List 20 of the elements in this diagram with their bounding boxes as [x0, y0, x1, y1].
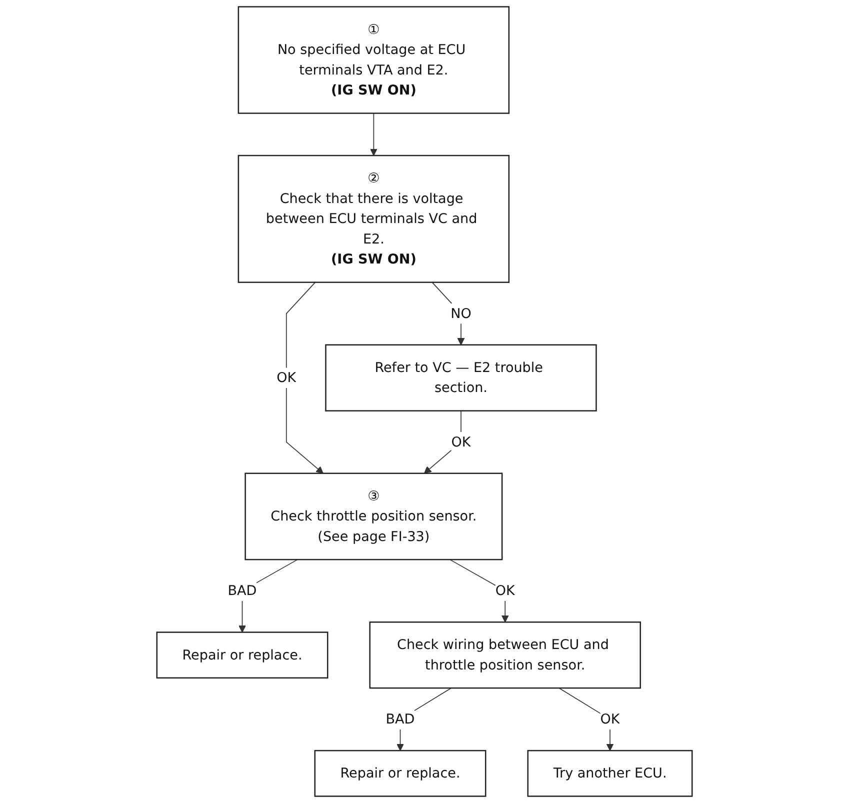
- arrow: [449, 559, 509, 622]
- node-box: Repair or replace.: [156, 632, 328, 679]
- node-box: ③ Check throttle position sensor. (See page FI-33): [244, 472, 503, 560]
- node-box: Try another ECU.: [527, 750, 693, 797]
- node-box: ② Check that there is voltage between ECU terminals VC and E2. (IG SW ON): [238, 154, 510, 283]
- arrow: [558, 688, 614, 751]
- node-box: Refer to VC — E2 trouble section.: [325, 344, 597, 412]
- arrow: [370, 112, 378, 156]
- arrow: [286, 282, 324, 474]
- edge-label: NO: [450, 305, 472, 322]
- node-box: Repair or replace.: [314, 750, 486, 797]
- node-box: ① No specified voltage at ECU terminals VTA and E2. (IG SW ON): [238, 6, 510, 114]
- edge-label: OK: [495, 582, 515, 598]
- node-box: Check wiring between ECU and throttle position sensor.: [369, 621, 641, 689]
- edge-label: OK: [276, 369, 296, 386]
- edge-label: OK: [451, 434, 471, 450]
- edge-label: OK: [600, 710, 620, 727]
- edge-label: BAD: [228, 582, 257, 598]
- arrow: [432, 282, 465, 346]
- edge-label: BAD: [386, 710, 415, 727]
